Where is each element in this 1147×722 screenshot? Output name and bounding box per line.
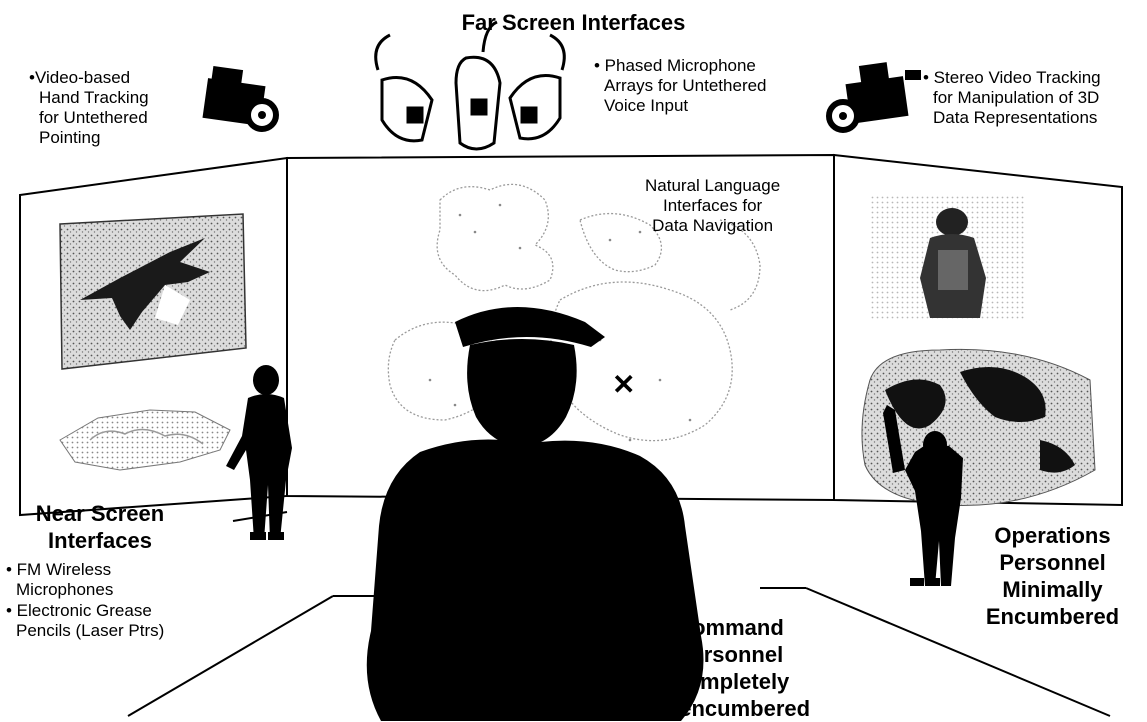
- far-screen-title: Far Screen Interfaces: [461, 10, 686, 35]
- terrain-image: [59, 409, 231, 471]
- far-screen-item-microphone-arrays: • Phased Microphone Arrays for Untethere…: [594, 56, 767, 115]
- center-map-speckles: [428, 203, 692, 442]
- aircraft-image: [59, 213, 247, 370]
- near-screen-item-fm-microphones: • FM Wireless Microphones: [6, 560, 114, 599]
- far-screen-item-stereo-video-tracking: • Stereo Video Tracking for Manipulation…: [923, 68, 1101, 127]
- operations-personnel-label: Operations Personnel Minimally Encumbere…: [985, 523, 1120, 629]
- near-screen-operator-silhouette: [226, 365, 292, 540]
- video-camera-left-icon: [202, 65, 279, 132]
- natural-language-interfaces-label: Natural Language Interfaces for Data Nav…: [645, 176, 781, 235]
- soldier-image: [870, 195, 1025, 320]
- command-personnel-label: Command Personnel Completely Unencumbere…: [649, 615, 811, 721]
- microphone-array-icon: [374, 20, 566, 151]
- operations-person-silhouette: [883, 405, 963, 586]
- near-screen-title: Near Screen Interfaces: [35, 501, 165, 553]
- far-screen-item-hand-tracking: •Video-based Hand Tracking for Untethere…: [29, 68, 149, 147]
- near-screen-item-grease-pencils: • Electronic Grease Pencils (Laser Ptrs): [6, 601, 165, 640]
- map-target-marker: ✕: [612, 369, 636, 400]
- command-personnel-silhouette: [366, 307, 704, 721]
- floor-line-right: [805, 587, 1111, 717]
- video-camera-right-icon: [826, 62, 921, 133]
- floor-line-left: [127, 595, 334, 717]
